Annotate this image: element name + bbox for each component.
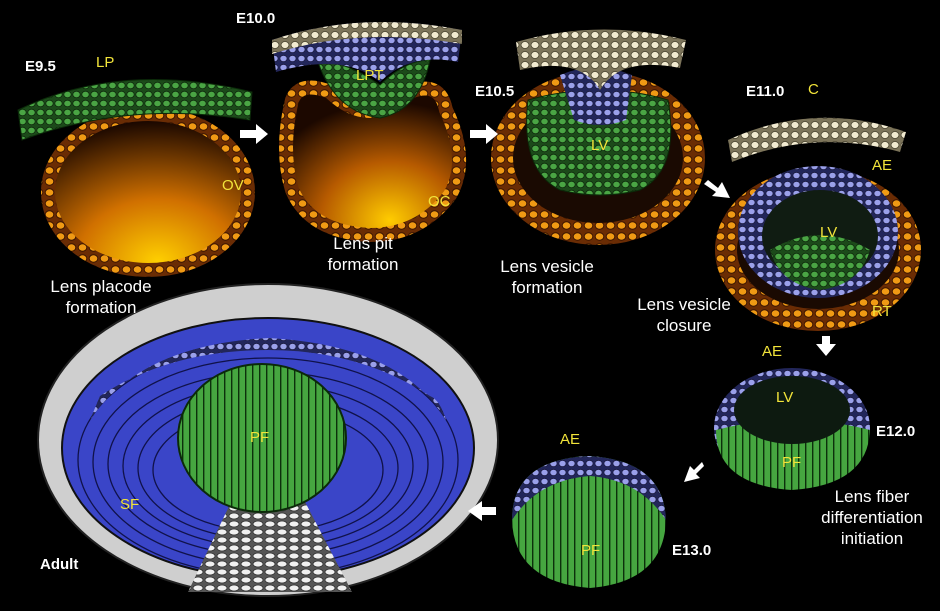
caption-line: Lens fiber bbox=[808, 486, 936, 507]
stage-e12-0-drawing bbox=[714, 368, 870, 490]
arrow-e12-0-to-e13-0 bbox=[684, 462, 704, 482]
part-label-c: C bbox=[808, 82, 819, 97]
part-label-lp: LP bbox=[96, 55, 114, 70]
stage-label-adult: Adult bbox=[40, 557, 78, 572]
caption-line: initiation bbox=[808, 528, 936, 549]
part-label-ae-e13-0: AE bbox=[560, 432, 580, 447]
caption-line: Lens placode bbox=[24, 276, 178, 297]
stage-e11-0-drawing bbox=[726, 118, 910, 320]
stage-label-e10-5: E10.5 bbox=[475, 84, 514, 99]
part-label-rt: RT bbox=[872, 304, 892, 319]
stage-e9-5-drawing bbox=[18, 80, 252, 270]
part-label-lv-e12-0: LV bbox=[776, 390, 793, 405]
caption-line: formation bbox=[24, 297, 178, 318]
part-label-lv-e11-0: LV bbox=[820, 225, 837, 240]
stage-label-e9-5: E9.5 bbox=[25, 59, 56, 74]
caption-e9-5: Lens placode formation bbox=[24, 276, 178, 318]
part-label-lv-e10-5: LV bbox=[591, 138, 608, 153]
arrow-e11-0-to-e12-0 bbox=[816, 336, 836, 356]
part-label-pf-e12-0: PF bbox=[782, 455, 801, 470]
part-label-lpt: LPT bbox=[356, 68, 384, 83]
stage-label-e11-0: E11.0 bbox=[746, 84, 784, 99]
caption-line: formation bbox=[482, 277, 612, 298]
part-label-oc: OC bbox=[428, 194, 451, 209]
caption-line: Lens vesicle bbox=[618, 294, 750, 315]
part-label-pf-adult: PF bbox=[250, 430, 269, 445]
stage-e10-5-drawing bbox=[502, 29, 694, 234]
part-label-ae-e12-0: AE bbox=[762, 344, 782, 359]
part-label-sf: SF bbox=[120, 497, 139, 512]
caption-line: Lens vesicle bbox=[482, 256, 612, 277]
caption-line: closure bbox=[618, 315, 750, 336]
caption-e10-5: Lens vesicle formation bbox=[482, 256, 612, 298]
stage-label-e13-0: E13.0 bbox=[672, 543, 711, 558]
caption-e10-0: Lens pit formation bbox=[308, 233, 418, 275]
stage-label-e10-0: E10.0 bbox=[236, 11, 275, 26]
caption-line: Lens pit bbox=[308, 233, 418, 254]
stage-e13-0-drawing bbox=[512, 456, 666, 588]
part-label-pf-e13-0: PF bbox=[581, 543, 600, 558]
part-label-ae-e11-0: AE bbox=[872, 158, 892, 173]
caption-line: formation bbox=[308, 254, 418, 275]
caption-e11-0: Lens vesicle closure bbox=[618, 294, 750, 336]
caption-line: differentiation bbox=[808, 507, 936, 528]
arrow-e10-5-to-e11-0 bbox=[704, 180, 730, 198]
caption-e12-0: Lens fiber differentiation initiation bbox=[808, 486, 936, 549]
part-label-ov: OV bbox=[222, 178, 244, 193]
stage-label-e12-0: E12.0 bbox=[876, 424, 915, 439]
arrow-e9-5-to-e10-0 bbox=[240, 124, 268, 144]
